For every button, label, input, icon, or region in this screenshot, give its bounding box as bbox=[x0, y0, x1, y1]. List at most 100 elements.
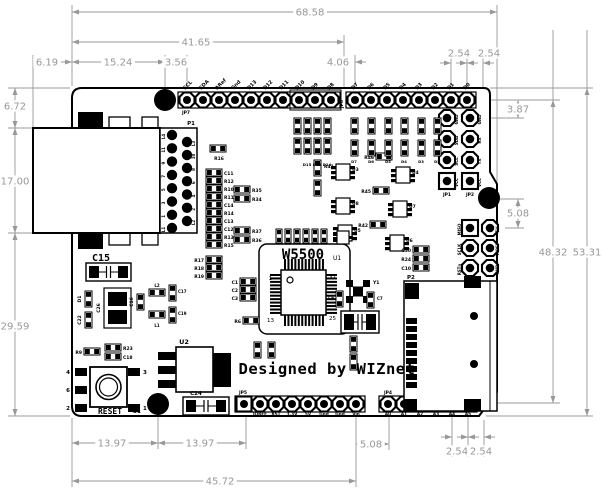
component-label: R9 bbox=[75, 350, 82, 356]
component-body bbox=[168, 284, 177, 302]
rj45-pin bbox=[181, 162, 193, 174]
qfp-pin bbox=[326, 284, 337, 287]
dim-label-bg bbox=[203, 475, 237, 487]
component-body bbox=[366, 291, 375, 309]
pin-hole bbox=[465, 243, 475, 253]
component-body bbox=[323, 117, 332, 135]
component-label: R10 bbox=[224, 187, 234, 193]
rj45-pin bbox=[166, 183, 178, 194]
sd-pad bbox=[406, 318, 417, 324]
component-body bbox=[267, 341, 276, 359]
dim-label-bg bbox=[357, 438, 385, 450]
reset-pad bbox=[128, 404, 140, 412]
component-body bbox=[303, 137, 312, 155]
qfp-pin bbox=[290, 315, 293, 326]
dim-arrowhead bbox=[12, 226, 18, 233]
component-label: C13 bbox=[224, 219, 234, 225]
qfp-pin bbox=[294, 259, 297, 270]
component-pad bbox=[86, 322, 91, 327]
dim-arrowhead bbox=[158, 59, 165, 65]
reset-pad-number: 1 bbox=[143, 406, 147, 412]
component-label: R24 bbox=[401, 257, 411, 263]
component-pad bbox=[216, 210, 221, 215]
dim-label-bg bbox=[183, 437, 217, 449]
component-body bbox=[350, 117, 359, 135]
pin-label: VCC bbox=[477, 178, 482, 187]
rj45-pin-label: 6 bbox=[191, 181, 196, 184]
component-pad bbox=[115, 345, 120, 350]
dim-arrowhead bbox=[460, 60, 467, 66]
component-pad bbox=[368, 293, 373, 298]
component-pad bbox=[325, 119, 330, 124]
pin-label: A5 bbox=[465, 412, 471, 417]
component-pad bbox=[295, 128, 300, 133]
rj45-pin-label: 3 bbox=[161, 201, 166, 204]
component-body bbox=[433, 117, 442, 135]
dim-label: 41.65 bbox=[182, 38, 211, 49]
header-label: JP6 bbox=[339, 100, 345, 109]
component-body bbox=[84, 311, 93, 329]
component-body bbox=[350, 139, 359, 157]
cap-pad bbox=[108, 292, 127, 306]
sd-guide-hole bbox=[470, 360, 478, 368]
pin-hole bbox=[442, 155, 452, 165]
component-pad bbox=[414, 247, 419, 252]
component-body bbox=[136, 293, 145, 311]
rj45-pin bbox=[181, 189, 193, 200]
qfp-pin bbox=[301, 315, 304, 326]
pin-hole bbox=[485, 243, 495, 253]
c15-label: C15 bbox=[92, 253, 110, 264]
rj45-pin-label: L2 bbox=[191, 220, 196, 226]
component-pad bbox=[235, 196, 240, 201]
dim-arrowhead bbox=[467, 60, 474, 66]
component-pad bbox=[244, 318, 249, 323]
component-pad bbox=[220, 146, 225, 151]
component-body bbox=[412, 263, 430, 272]
component-pad bbox=[207, 186, 212, 191]
component-label: L1 bbox=[154, 323, 160, 328]
component-label: C16 bbox=[129, 297, 135, 307]
component-body bbox=[349, 335, 358, 353]
component-pad bbox=[207, 218, 212, 223]
component-body bbox=[400, 139, 409, 157]
dim-arrowhead bbox=[239, 440, 246, 446]
pin-hole bbox=[447, 96, 455, 104]
dim-arrowhead bbox=[72, 9, 79, 15]
component-label: C14 bbox=[224, 203, 234, 209]
component-body bbox=[367, 117, 376, 135]
qfp-pin bbox=[270, 311, 281, 314]
component-label: D15 bbox=[303, 162, 312, 167]
component-pad bbox=[423, 247, 428, 252]
component-body bbox=[369, 220, 387, 229]
component-body bbox=[83, 347, 101, 356]
dim-label-bg bbox=[0, 320, 32, 332]
dim-label: 2.54 bbox=[448, 49, 470, 60]
component-body bbox=[313, 137, 322, 155]
qfp-pin-number: 37 bbox=[329, 275, 336, 281]
component-body bbox=[293, 117, 302, 135]
component-body bbox=[417, 117, 426, 135]
component-pad bbox=[352, 141, 357, 146]
pin-label: Vin bbox=[352, 412, 360, 417]
component-pad bbox=[295, 148, 300, 153]
rj45-pin-label: 2 bbox=[191, 208, 196, 211]
pin-hole bbox=[311, 96, 319, 104]
component-body bbox=[205, 168, 223, 177]
component-pad bbox=[207, 194, 212, 199]
component-pad bbox=[305, 119, 310, 124]
qfp-pin bbox=[326, 280, 337, 283]
component-pad bbox=[216, 242, 221, 247]
component-label: C7 bbox=[377, 296, 383, 301]
qfp-pin bbox=[311, 315, 314, 326]
rj45-pin-label: L4 bbox=[161, 134, 166, 140]
component-body bbox=[205, 208, 223, 217]
reset-button-ring bbox=[95, 373, 122, 401]
dim-label: 2.54 bbox=[446, 447, 468, 458]
rj45-pin bbox=[166, 129, 178, 141]
component-label: R46 bbox=[364, 155, 374, 161]
pin-label: D4 bbox=[398, 81, 408, 91]
component-label: R12 bbox=[224, 179, 234, 185]
xtal-body bbox=[353, 286, 363, 297]
reset-label: RESET bbox=[98, 407, 122, 416]
pin-label: MISO bbox=[457, 223, 462, 235]
